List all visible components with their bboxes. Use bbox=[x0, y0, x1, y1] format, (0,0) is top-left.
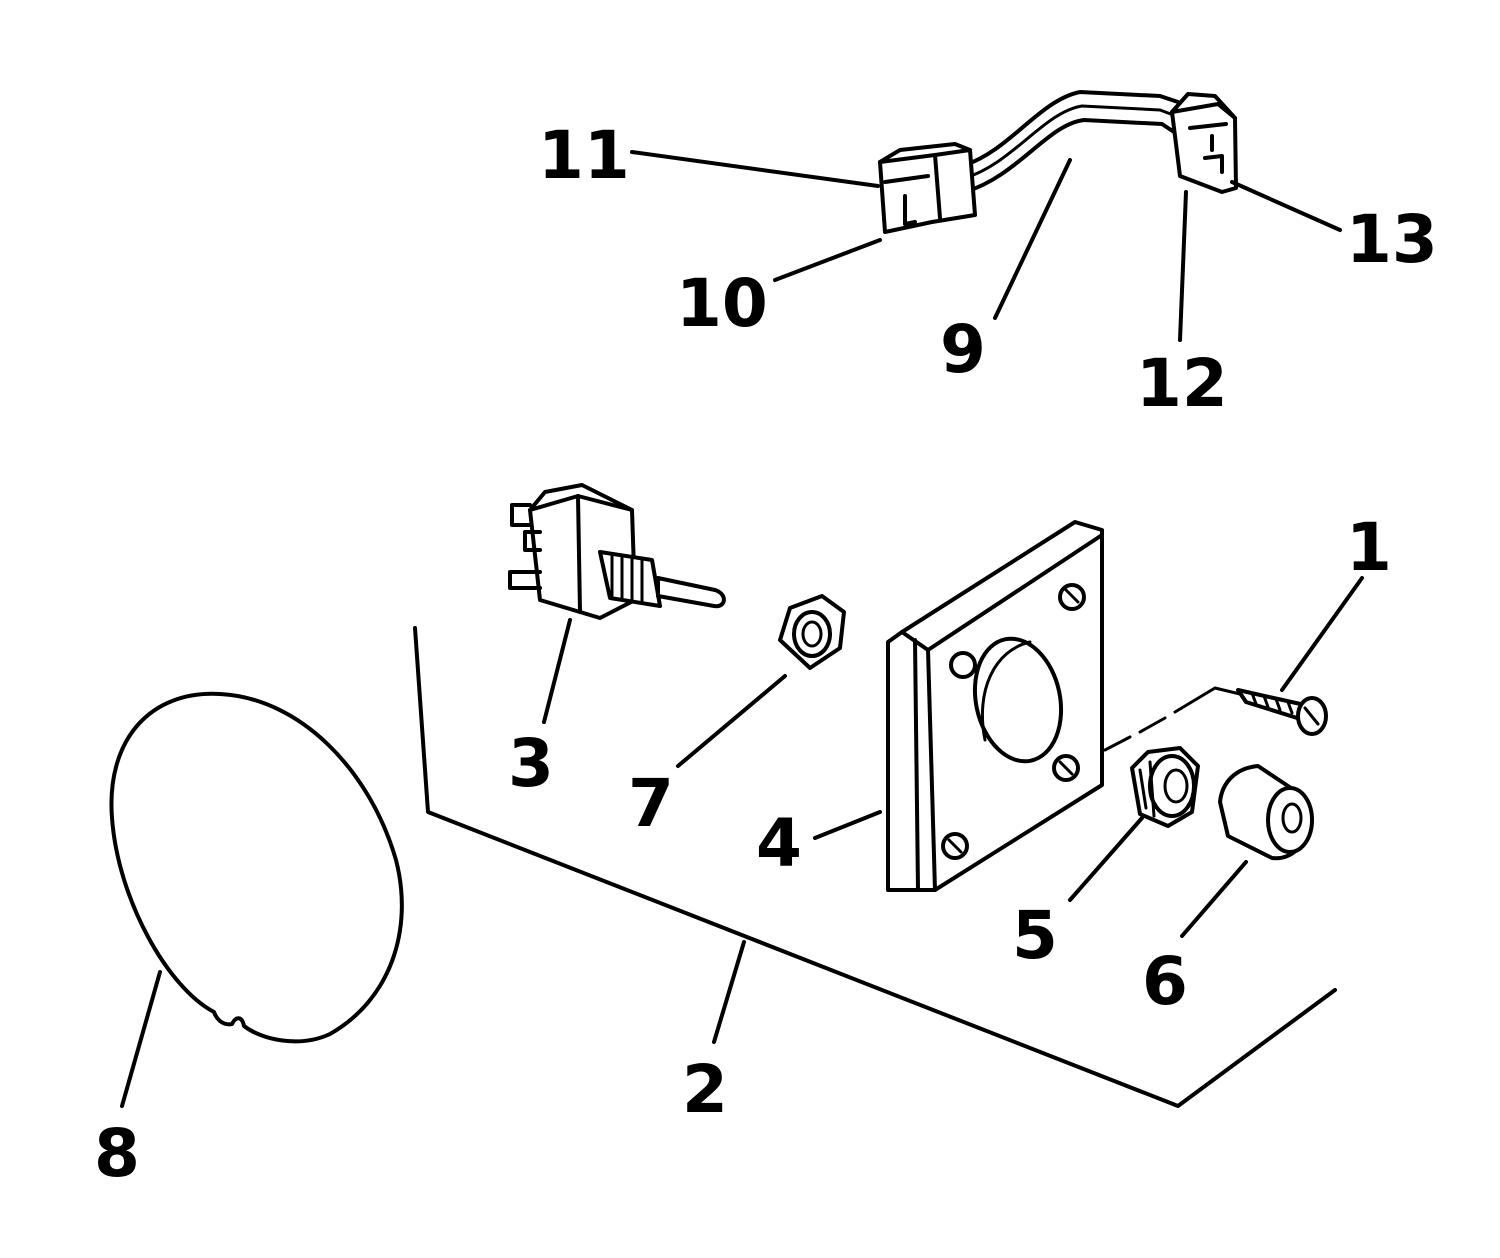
leader-7 bbox=[676, 674, 787, 768]
knob-cap bbox=[1218, 764, 1314, 861]
callout-1: 1 bbox=[1346, 509, 1392, 586]
callout-7: 7 bbox=[628, 765, 674, 842]
leader-5 bbox=[1068, 816, 1144, 902]
callout-6: 6 bbox=[1142, 943, 1188, 1020]
leader-1 bbox=[1280, 576, 1364, 692]
leader-11 bbox=[630, 150, 880, 188]
callout-12: 12 bbox=[1136, 345, 1228, 422]
leader-lines bbox=[120, 150, 1364, 1108]
leader-13 bbox=[1230, 180, 1342, 232]
leader-3 bbox=[542, 618, 572, 724]
callout-10: 10 bbox=[676, 265, 768, 342]
callout-2: 2 bbox=[682, 1051, 728, 1128]
callout-8: 8 bbox=[94, 1115, 140, 1192]
dash-panel bbox=[413, 626, 1337, 1108]
callout-13: 13 bbox=[1346, 201, 1438, 278]
round-gasket bbox=[109, 691, 404, 1044]
leader-6 bbox=[1180, 860, 1248, 938]
connector-right bbox=[1170, 92, 1238, 194]
callout-3: 3 bbox=[508, 725, 554, 802]
leader-8 bbox=[120, 970, 162, 1108]
toggle-switch bbox=[508, 483, 726, 620]
leader-2 bbox=[712, 940, 746, 1044]
mounting-plate bbox=[886, 520, 1104, 892]
callout-9: 9 bbox=[940, 311, 986, 388]
screw bbox=[1103, 686, 1328, 752]
callout-4: 4 bbox=[756, 805, 802, 882]
connector-left bbox=[878, 142, 977, 234]
wiring-harness bbox=[963, 90, 1180, 194]
callout-5: 5 bbox=[1012, 897, 1058, 974]
leader-9 bbox=[993, 158, 1072, 320]
callout-labels: 11 10 9 12 13 1 3 7 4 5 6 2 8 bbox=[94, 117, 1438, 1192]
hex-nut bbox=[778, 594, 846, 670]
callout-11: 11 bbox=[538, 117, 630, 194]
leader-12 bbox=[1178, 190, 1188, 342]
bushing bbox=[1130, 746, 1200, 828]
leader-10 bbox=[773, 238, 882, 282]
leader-4 bbox=[813, 810, 882, 840]
